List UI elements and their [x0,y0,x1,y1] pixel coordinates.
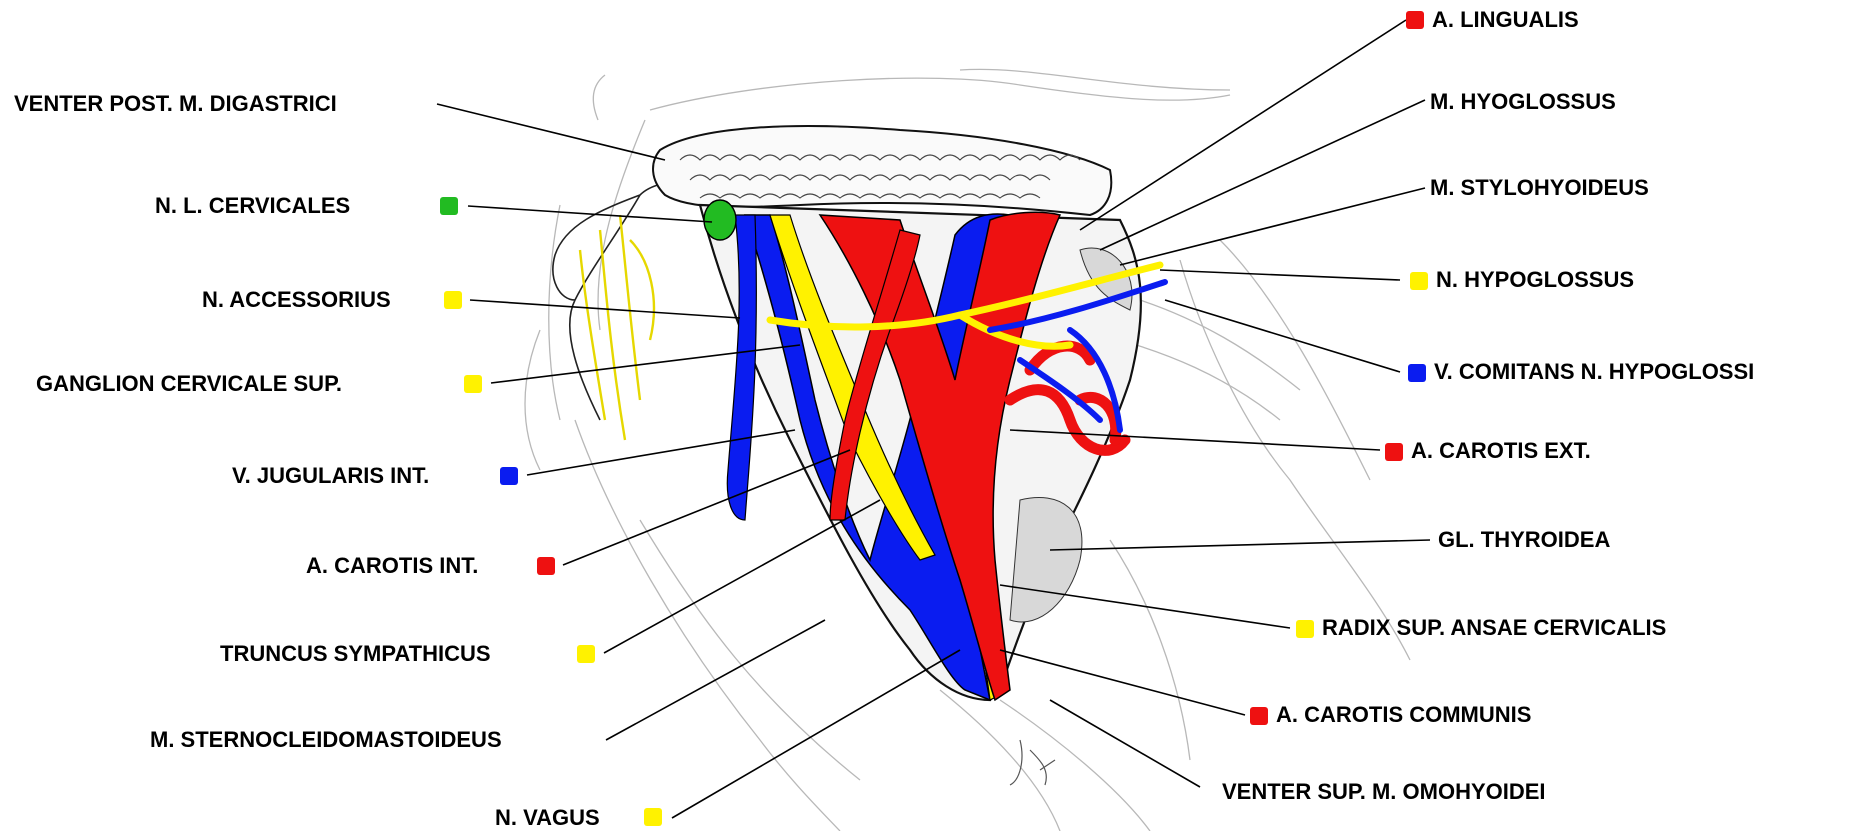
label-radix-sup-ansae-cervicalis: RADIX SUP. ANSAE CERVICALIS [1322,616,1666,640]
vein-swatch [1408,364,1426,382]
label-n-l-cervicales: N. L. CERVICALES [155,194,350,218]
nerve-swatch [644,808,662,826]
label-m-hyoglossus: M. HYOGLOSSUS [1430,90,1616,114]
label-venter-sup-m-omohyoidei: VENTER SUP. M. OMOHYOIDEI [1222,780,1546,804]
artery-swatch [537,557,555,575]
leader-gl-thyroidea [1050,540,1430,550]
nerve-swatch [444,291,462,309]
vein-swatch [500,467,518,485]
label-m-stylohyoideus: M. STYLOHYOIDEUS [1430,176,1649,200]
lymph-swatch [440,197,458,215]
leader-m-hyoglossus [1100,100,1425,250]
lymph-node [704,200,736,240]
leader-a-carotis-comm [1000,650,1245,715]
leader-venter-sup [1050,700,1200,787]
leader-m-stylohyoideus [1120,188,1425,265]
scm-outline [553,182,690,420]
label-n-accessorius: N. ACCESSORIUS [202,288,391,312]
label-a-carotis-int: A. CAROTIS INT. [306,554,478,578]
leader-n-vagus [672,650,960,818]
label-a-lingualis: A. LINGUALIS [1432,8,1579,32]
label-n-hypoglossus: N. HYPOGLOSSUS [1436,268,1634,292]
label-v-comitans-n-hypoglossi: V. COMITANS N. HYPOGLOSSI [1434,360,1754,384]
label-n-vagus: N. VAGUS [495,806,600,830]
leader-venter-post [437,104,665,160]
label-ganglion-cervicale-sup: GANGLION CERVICALE SUP. [36,372,342,396]
artery-swatch [1250,707,1268,725]
label-gl-thyroidea: GL. THYROIDEA [1438,528,1610,552]
leader-v-jugularis [527,430,795,475]
leader-n-accessorius [470,300,740,318]
leader-truncus [604,500,880,653]
leader-n-l-cervicales [468,206,712,222]
label-a-carotis-communis: A. CAROTIS COMMUNIS [1276,703,1531,727]
label-truncus-sympathicus: TRUNCUS SYMPATHICUS [220,642,491,666]
label-m-sternocleidomastoideus: M. STERNOCLEIDOMASTOIDEUS [150,728,502,752]
label-venter-post-digastrici: VENTER POST. M. DIGASTRICI [14,92,337,116]
nerve-swatch [1296,620,1314,638]
artery-swatch [1406,11,1424,29]
nerve-swatch [464,375,482,393]
leader-m-scm [606,620,825,740]
cervical-plexus-nerves [580,215,654,440]
label-v-jugularis-int: V. JUGULARIS INT. [232,464,429,488]
nerve-swatch [577,645,595,663]
leader-v-comitans [1165,300,1400,372]
leader-a-carotis-int [563,450,850,565]
label-a-carotis-ext: A. CAROTIS EXT. [1411,439,1591,463]
artery-swatch [1385,443,1403,461]
nerve-swatch [1410,272,1428,290]
leader-a-lingualis [1080,20,1406,230]
leader-n-hypoglossus [1160,270,1400,280]
